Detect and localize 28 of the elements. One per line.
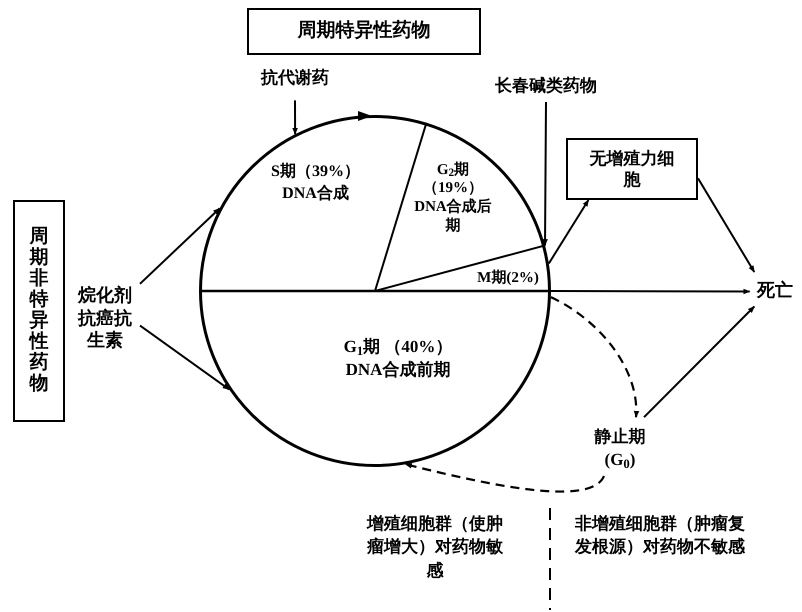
arrow bbox=[542, 102, 548, 246]
arrow bbox=[139, 208, 220, 285]
phase-description: (G$_{0}$) bbox=[604, 449, 636, 472]
phase-label: S期（39%） bbox=[271, 162, 360, 182]
drug-label: 烷化剂抗癌抗生素 bbox=[70, 280, 140, 356]
dashed-arrow bbox=[404, 463, 605, 493]
arrow bbox=[551, 288, 750, 294]
drug-label: 长春碱类药物 bbox=[471, 70, 621, 102]
drug-label: 抗代谢药 bbox=[243, 62, 347, 94]
arrow bbox=[139, 324, 230, 390]
phase-description: DNA合成后期 bbox=[413, 198, 493, 236]
group-note: 非增殖细胞群（肿瘤复发根源）对药物不敏感 bbox=[575, 513, 745, 558]
phase-label: 静止期 bbox=[594, 426, 646, 448]
drug-label: 周期特异性药物 bbox=[247, 8, 481, 55]
outcome-label: 死亡 bbox=[752, 275, 798, 305]
dashed-arrow bbox=[550, 296, 639, 418]
arrow bbox=[643, 306, 755, 418]
arrow bbox=[292, 100, 298, 135]
group-note: 增殖细胞群（使肿瘤增大）对药物敏感 bbox=[366, 513, 504, 582]
phase-label: G$_{1}$期 （40%） bbox=[344, 336, 452, 358]
arrow bbox=[548, 199, 590, 264]
arrow bbox=[697, 178, 756, 273]
phase-label: G$_{2}$期（19%） bbox=[422, 160, 484, 198]
phase-description: DNA合成 bbox=[282, 184, 349, 204]
phase-label: M期(2%) bbox=[465, 265, 551, 291]
drug-class-box: 周期非特异性药物 bbox=[13, 200, 65, 422]
cell-state-box: 无增殖力细胞 bbox=[566, 138, 698, 200]
phase-description: DNA合成前期 bbox=[346, 359, 450, 381]
